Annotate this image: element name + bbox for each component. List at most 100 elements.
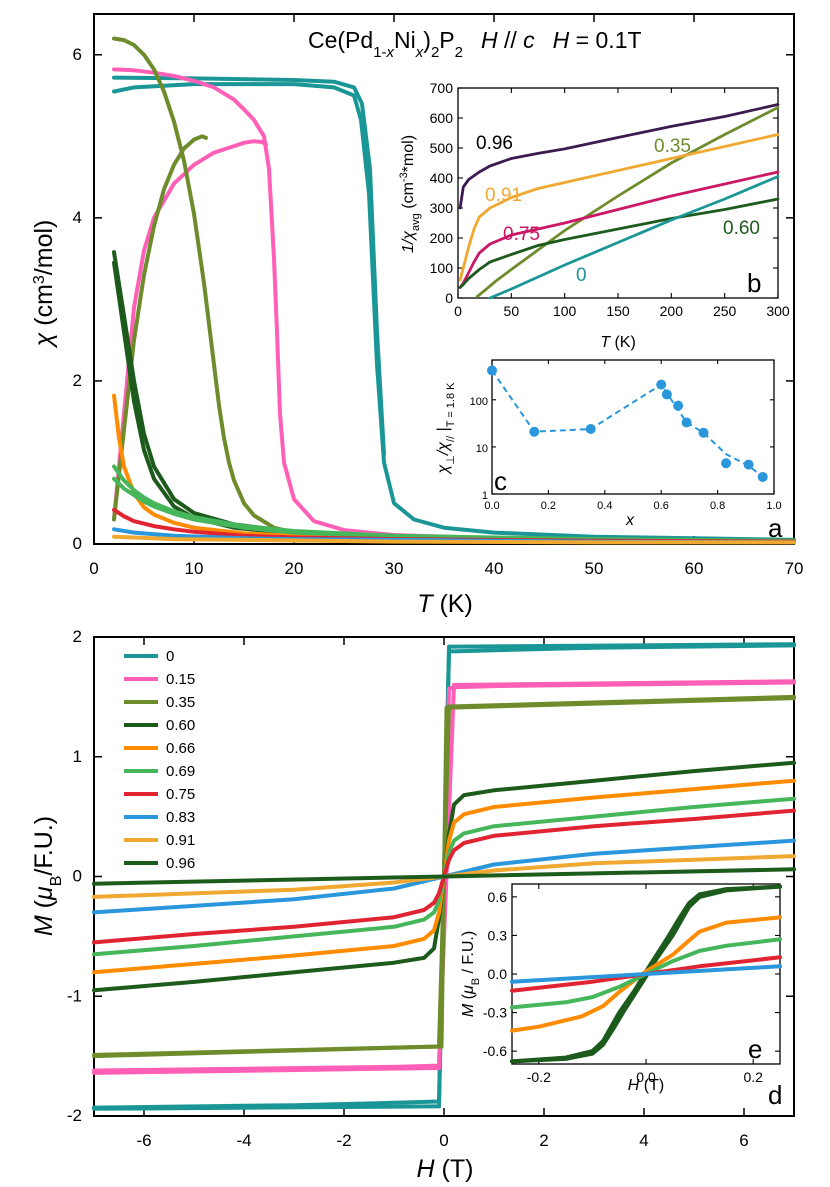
panel-b-series <box>458 133 780 282</box>
panel-b-series <box>458 103 780 210</box>
panel-c-point <box>661 389 672 400</box>
panel-c-letter: c <box>494 466 507 496</box>
panel-e-curves <box>510 884 782 1064</box>
panel-d-letter: d <box>768 1080 782 1110</box>
panel-b-series-label: 0.91 <box>485 185 522 206</box>
panel-b-series <box>458 170 780 289</box>
panel-a-series <box>112 67 796 543</box>
panel-b-letter: b <box>747 268 761 298</box>
panel-c-xtick-label: 0.4 <box>597 500 612 512</box>
legend-label: 0.35 <box>166 694 195 711</box>
legend-label: 0.66 <box>166 740 195 757</box>
legend-label: 0.75 <box>166 786 195 803</box>
panel-c-point <box>487 365 497 376</box>
panel-b-xtick-label: 250 <box>713 303 737 319</box>
panel-e-ytick-label: -0.3 <box>483 1005 507 1021</box>
panel-c-xtick-label: 0.6 <box>654 500 669 512</box>
panel-c-ticks: 0.0 0.2 0.4 0.6 0.8 1.0 1 10 100 <box>470 360 782 512</box>
panel-b-xtick-label: 100 <box>553 303 577 319</box>
panel-c-point <box>585 423 596 434</box>
legend-label: 0.83 <box>166 809 195 826</box>
panel-d-xtick-label: -4 <box>236 1131 251 1150</box>
legend-label: 0.91 <box>166 832 195 849</box>
panel-e-xtick-label: 0.2 <box>743 1069 763 1085</box>
panel-a-ytick-label: 0 <box>73 534 82 553</box>
panel-d-xtick-label: 2 <box>539 1131 548 1150</box>
panel-b-xtick-label: 0 <box>454 303 462 319</box>
panel-c-xlabel: x <box>625 512 635 529</box>
panel-c-point <box>743 459 754 470</box>
panel-b-ytick-label: 600 <box>430 110 454 126</box>
panel-b-ytick-label: 0 <box>445 290 453 306</box>
panel-c-ytick-label: 100 <box>470 396 488 408</box>
panel-e-xlabel: H (T) <box>628 1077 664 1094</box>
panel-b-series-label: 0.75 <box>503 224 540 245</box>
panel-c-point <box>721 458 732 469</box>
panel-e-series <box>510 884 782 1064</box>
panel-d-series <box>92 679 796 1073</box>
panel-a-series <box>112 36 796 544</box>
panel-e-ytick-label: 0.6 <box>488 889 508 905</box>
panel-c-xtick-label: 0.2 <box>541 500 556 512</box>
panel-a-ylabel: χ (cm3/mol) <box>30 220 58 349</box>
panel-c-ytick-label: 10 <box>476 443 488 455</box>
panel-d-xlabel: H (T) <box>417 1155 474 1183</box>
panel-a-xtick-label: 0 <box>89 559 98 578</box>
panel-a-series <box>112 75 386 457</box>
panel-b-xtick-label: 50 <box>504 303 520 319</box>
panel-e-series <box>510 915 782 1033</box>
panel-e-ytick-label: -0.6 <box>483 1043 507 1059</box>
panel-c-point <box>529 426 540 437</box>
panel-c-xtick-label: 0.8 <box>710 500 725 512</box>
panel-b-ytick-label: 200 <box>430 230 454 246</box>
panel-a-xtick-label: 20 <box>285 559 304 578</box>
panel-b-xlabel: T (K) <box>600 334 636 351</box>
panel-b-series-label: 0.60 <box>723 218 760 239</box>
panel-d-series <box>92 867 796 886</box>
panel-c-point <box>656 379 667 390</box>
panel-a-ytick-label: 2 <box>73 371 82 390</box>
panel-b-ytick-label: 500 <box>430 140 454 156</box>
panel-d-xtick-label: 0 <box>439 1131 448 1150</box>
panel-e-ylabel: M (μB / F.U.) <box>460 931 482 1017</box>
panel-c-ytick-label: 1 <box>482 490 488 502</box>
legend-label: 0.96 <box>166 855 195 872</box>
legend-label: 0 <box>166 648 174 665</box>
panel-a-series <box>112 476 796 544</box>
panel-e-letter: e <box>748 1034 762 1064</box>
panel-d-xtick-label: 4 <box>639 1131 648 1150</box>
panel-a-xtick-label: 10 <box>185 559 204 578</box>
panel-b-curves <box>458 103 780 300</box>
panel-d-ytick-label: 2 <box>73 627 82 646</box>
panel-c-xtick-label: 0.0 <box>484 500 499 512</box>
panel-d-ytick-label: -1 <box>67 986 82 1005</box>
panel-b-ytick-label: 700 <box>430 80 454 96</box>
panel-c-points <box>487 365 768 482</box>
panel-a-xtick-label: 60 <box>685 559 704 578</box>
panel-b-xtick-label: 300 <box>766 303 790 319</box>
panel-d-ylabel: M (μB/F.U.) <box>30 816 65 936</box>
panel-d-xtick-label: 6 <box>739 1131 748 1150</box>
panel-a-xtick-label: 30 <box>385 559 404 578</box>
panel-e-series <box>510 964 782 984</box>
panel-b-ytick-label: 400 <box>430 170 454 186</box>
panel-a-xlabel: T (K) <box>417 590 473 618</box>
panel-b-ytick-label: 100 <box>430 260 454 276</box>
panel-b-series-label: 0.96 <box>476 133 513 154</box>
panel-b-series-label: 0 <box>576 265 587 286</box>
panel-d-ytick-label: 1 <box>73 747 82 766</box>
panel-e-series <box>510 884 782 1064</box>
panel-a-xtick-label: 50 <box>585 559 604 578</box>
panel-a-curves <box>112 36 796 545</box>
panel-c-trend-line <box>491 369 764 478</box>
panel-a-xtick-label: 70 <box>785 559 804 578</box>
panel-a-letter: a <box>768 513 783 543</box>
panel-a-frame <box>93 13 795 545</box>
panel-c-frame <box>491 359 775 495</box>
panel-c-xtick-label: 1.0 <box>766 500 781 512</box>
panel-b-ylabel: 1/χavg (cm-3*mol) <box>398 135 422 253</box>
